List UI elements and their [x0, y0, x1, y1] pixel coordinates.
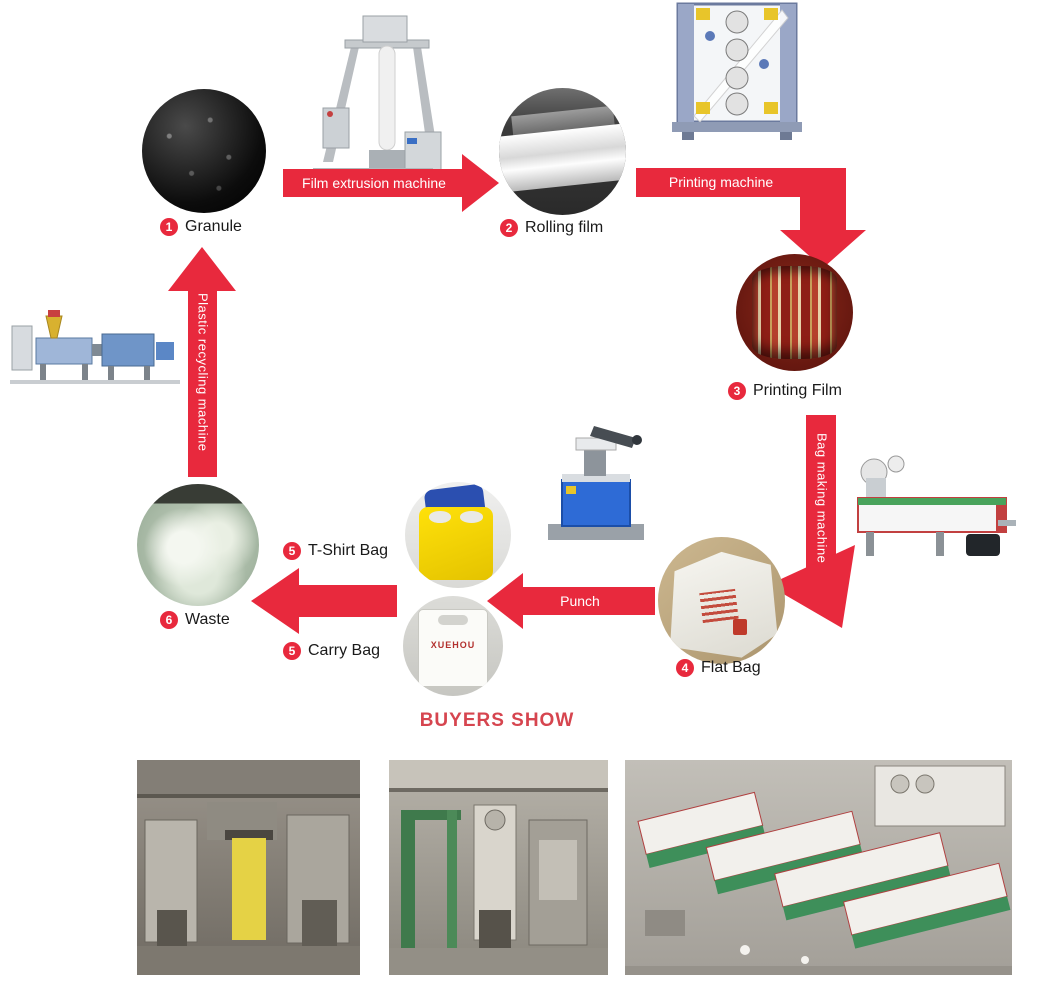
- step-text: Waste: [185, 611, 230, 628]
- carry-bag-photo: XUEHOU: [403, 596, 503, 696]
- waste-photo: [137, 484, 259, 606]
- flat-bag-seal-mark: [732, 618, 748, 635]
- step-label-printing-film: 3 Printing Film: [728, 382, 842, 400]
- granule-photo: [142, 89, 266, 213]
- printing-film-photo: [736, 254, 853, 371]
- buyers-photo-3: [625, 760, 1012, 975]
- step-label-waste: 6 Waste: [160, 611, 230, 629]
- arrow-to-waste: [251, 568, 397, 634]
- step-text: Granule: [185, 218, 242, 235]
- flat-bag-shape: [670, 551, 778, 658]
- buyers-photo-1: [137, 760, 360, 975]
- flat-bag-photo: [658, 537, 785, 664]
- rolling-film-photo: [499, 88, 626, 215]
- step-number-badge: 3: [728, 382, 746, 400]
- flat-bag-print-mark: [699, 588, 739, 623]
- buyers-show-title: BUYERS SHOW: [419, 710, 575, 731]
- arrow-label-punch: Punch: [560, 593, 600, 609]
- printed-roll: [752, 265, 837, 360]
- arrow-label-film-extrusion: Film extrusion machine: [302, 175, 446, 191]
- carry-bag-brand-text: XUEHOU: [430, 640, 476, 651]
- step-number-badge: 6: [160, 611, 178, 629]
- step-number-badge: 5: [283, 642, 301, 660]
- tshirt-bag-photo: [405, 482, 511, 588]
- step-text: Flat Bag: [701, 659, 761, 676]
- step-text: Printing Film: [753, 382, 842, 399]
- step-label-rolling-film: 2 Rolling film: [500, 219, 603, 237]
- step-text: Carry Bag: [308, 642, 381, 659]
- recycling-machine-image: [10, 308, 180, 393]
- carry-bag-shape: XUEHOU: [418, 609, 488, 687]
- step-text: T-Shirt Bag: [308, 542, 389, 559]
- arrow-label-bag-making: Bag making machine: [814, 432, 830, 564]
- yellow-bag-shape: [418, 507, 493, 580]
- step-label-carry-bag: 5 Carry Bag: [283, 642, 380, 660]
- step-label-granule: 1 Granule: [160, 218, 242, 236]
- printing-machine-image: [648, 0, 826, 147]
- punch-machine-image: [540, 420, 652, 553]
- step-label-tshirt-bag: 5 T-Shirt Bag: [283, 542, 388, 560]
- step-number-badge: 2: [500, 219, 518, 237]
- arrow-label-printing: Printing machine: [668, 174, 774, 190]
- bag-making-machine-image: [846, 450, 1018, 570]
- step-number-badge: 1: [160, 218, 178, 236]
- step-number-badge: 4: [676, 659, 694, 677]
- step-text: Rolling film: [525, 219, 604, 236]
- step-number-badge: 5: [283, 542, 301, 560]
- arrow-label-recycling: Plastic recycling machine: [195, 292, 211, 452]
- buyers-photo-2: [389, 760, 608, 975]
- step-label-flat-bag: 4 Flat Bag: [676, 659, 761, 677]
